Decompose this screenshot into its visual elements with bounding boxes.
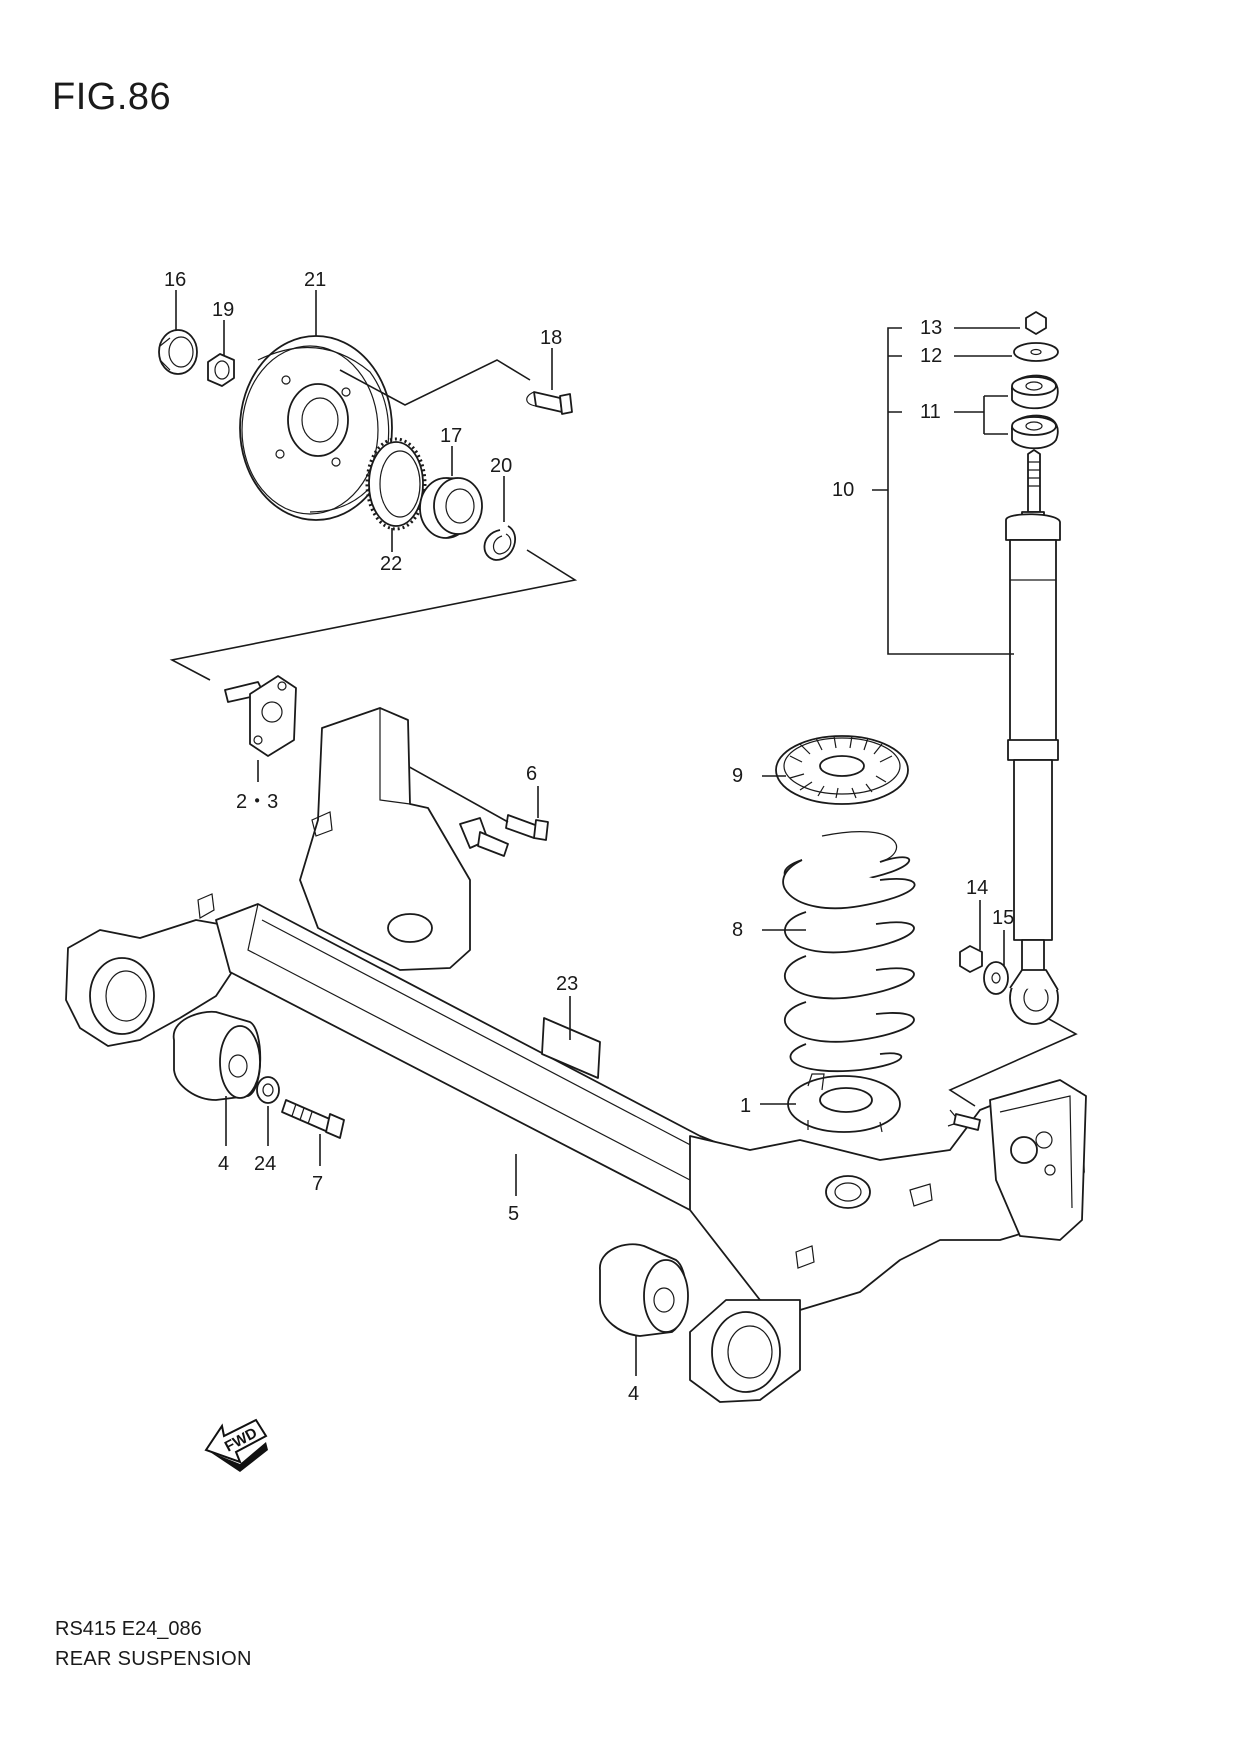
bolt-part-7	[281, 1099, 345, 1139]
callout-6: 6	[526, 763, 537, 785]
abs-sensor-ring-part-22	[365, 437, 427, 531]
leader-lines	[175, 290, 1020, 1376]
callout-10: 10	[832, 479, 854, 501]
stud-part-axle-mount	[459, 817, 509, 857]
figure-title: FIG.86	[52, 76, 172, 118]
nut-part-14	[959, 945, 983, 973]
spring-upper-seat-part-9	[775, 735, 909, 805]
callout-2-3: 2・3	[236, 791, 278, 813]
spindle-flange-part-2-3	[224, 675, 297, 757]
callout-4-right: 4	[628, 1383, 639, 1405]
callout-5: 5	[508, 1203, 519, 1225]
callout-9: 9	[732, 765, 743, 787]
callout-7: 7	[312, 1173, 323, 1195]
callout-14: 14	[966, 877, 988, 899]
axle-bushing-right-part-4	[599, 1243, 689, 1337]
axle-bushing-left-part-4	[172, 1010, 262, 1101]
callout-15: 15	[992, 907, 1014, 929]
callout-18: 18	[540, 327, 562, 349]
callout-1: 1	[740, 1095, 751, 1117]
mount-bushing-upper-part-11	[1011, 374, 1059, 410]
drawing-code: RS415 E24_086	[55, 1618, 202, 1640]
coil-spring-part-8	[782, 831, 916, 1073]
washer-part-15	[983, 961, 1009, 995]
shock-absorber-part-10	[1005, 449, 1061, 1025]
hub-bolt-part-18	[526, 391, 573, 415]
nut-part-13	[1025, 311, 1047, 335]
callout-19: 19	[212, 299, 234, 321]
dust-cap-part-16	[158, 329, 198, 375]
explode-line-shock-lower	[948, 1013, 1078, 1107]
callout-21: 21	[304, 269, 326, 291]
callout-8: 8	[732, 919, 743, 941]
drawing-title: REAR SUSPENSION	[55, 1648, 252, 1670]
explode-line-drum-bolt	[339, 359, 531, 406]
washer-part-24	[256, 1076, 280, 1104]
callout-22: 22	[380, 553, 402, 575]
washer-part-12	[1013, 342, 1059, 362]
bolt-part-shock-lower	[953, 1113, 981, 1131]
bolt-part-6	[505, 814, 549, 841]
callout-23: 23	[556, 973, 578, 995]
callout-13: 13	[920, 317, 942, 339]
callout-17: 17	[440, 425, 462, 447]
wheel-bearing-part-17	[419, 477, 483, 539]
hub-nut-part-19	[207, 353, 235, 387]
callout-labels: 16 21 19 18 17 20 22 13 12 11 10 9 8 6 2…	[164, 269, 1014, 1405]
callout-16: 16	[164, 269, 186, 291]
spring-lower-seat-part-1	[787, 1073, 901, 1133]
circlip-part-20	[483, 525, 516, 561]
callout-12: 12	[920, 345, 942, 367]
label-plate-part-23	[541, 1017, 601, 1079]
explode-line-hub-axle	[169, 549, 578, 681]
callout-4-left: 4	[218, 1153, 229, 1175]
brake-drum-part-21	[239, 335, 393, 521]
mount-bushing-lower-part-11	[1011, 414, 1059, 450]
callout-20: 20	[490, 455, 512, 477]
fwd-direction-arrow: FWD	[204, 1418, 268, 1472]
callout-11: 11	[920, 401, 941, 423]
rear-axle-beam-part-5	[65, 707, 1087, 1403]
callout-24: 24	[254, 1153, 276, 1175]
